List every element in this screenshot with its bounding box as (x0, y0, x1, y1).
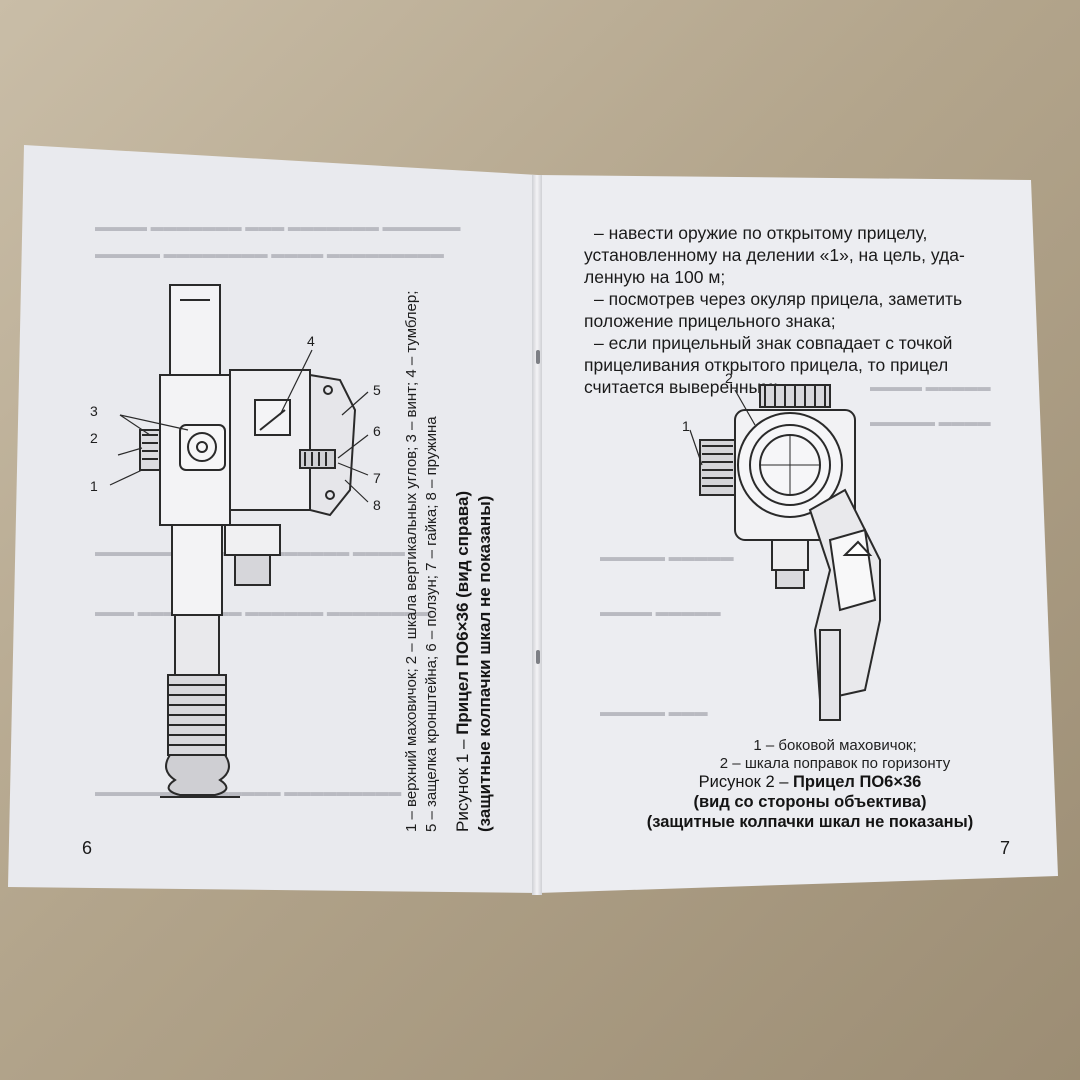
figure-2-title-line-1: Рисунок 2 – Прицел ПО6×36 (600, 772, 1020, 792)
fig1-callout-1: 1 (90, 478, 98, 494)
figure-1-legend-line-1: 1 – верхний маховичок; 2 – шкала вертика… (403, 290, 420, 832)
right-page-body-text: – навести оружие по открытому прицелу, у… (584, 222, 1014, 398)
figure-2-title: Рисунок 2 – Прицел ПО6×36 (вид со сторон… (600, 772, 1020, 832)
paragraph-line-7: прицеливания открытого прицела, то прице… (584, 355, 949, 375)
fig2-callout-2: 2 (725, 370, 733, 386)
fig1-callout-8: 8 (373, 497, 381, 513)
booklet-spine (532, 175, 542, 895)
paragraph-line-5: положение прицельного знака; (584, 311, 836, 331)
figure-1-legend-line-2: 5 – защелка кронштейна; 6 – ползун; 7 – … (423, 416, 440, 832)
right-page-number: 7 (1000, 838, 1011, 858)
fig1-callout-4: 4 (307, 333, 315, 349)
figure-1-title-line-2: (защитные колпачки шкал не показаны) (475, 495, 494, 832)
fig1-callout-5: 5 (373, 382, 381, 398)
figure-1-title: Рисунок 1 – Прицел ПО6×36 (вид справа) (452, 202, 474, 832)
paragraph-line-3: ленную на 100 м; (584, 267, 726, 287)
fig1-callout-2: 2 (90, 430, 98, 446)
paragraph-line-8: считается выверенным; (584, 377, 779, 397)
paragraph-line-4: – посмотрев через окуляр прицела, замети… (594, 289, 963, 309)
figure-1-title-prefix: Рисунок 1 – (453, 734, 472, 832)
figure-1-scope-side-view (109, 284, 369, 798)
fig1-callout-3: 3 (90, 403, 98, 419)
figure-2-title-prefix: Рисунок 2 – (698, 773, 793, 791)
paragraph-line-6: – если прицельный знак совпадает с точко… (594, 333, 953, 353)
paragraph-line-2: установленному на делении «1», на цель, … (584, 245, 965, 265)
figure-2-legend-line-1: 1 – боковой маховичок; (753, 737, 917, 754)
figure-1-title-bold: Прицел ПО6×36 (вид справа) (453, 490, 472, 735)
figure-2-title-line-3: (защитные колпачки шкал не показаны) (646, 813, 974, 831)
fig1-callout-6: 6 (373, 423, 381, 439)
left-page (8, 145, 538, 893)
staple-bottom (536, 650, 540, 664)
figure-2-scope-front-view (689, 384, 881, 721)
figure-2-title-bold: Прицел ПО6×36 (793, 773, 922, 791)
figure-2-legend-line-2: 2 – шкала поправок по горизонту (719, 755, 951, 772)
left-page-number: 6 (82, 838, 93, 858)
paragraph-line-1: – навести оружие по открытому прицелу, (594, 223, 928, 243)
figure-2-title-line-2: (вид со стороны объектива) (693, 793, 927, 811)
fig1-callout-7: 7 (373, 470, 381, 486)
staple-top (536, 350, 540, 364)
figure-1-caption-rotated: 1 – верхний маховичок; 2 – шкала вертика… (402, 202, 522, 832)
figure-2-legend: 1 – боковой маховичок; 2 – шкала поправо… (690, 737, 980, 773)
fig2-callout-1: 1 (682, 418, 690, 434)
